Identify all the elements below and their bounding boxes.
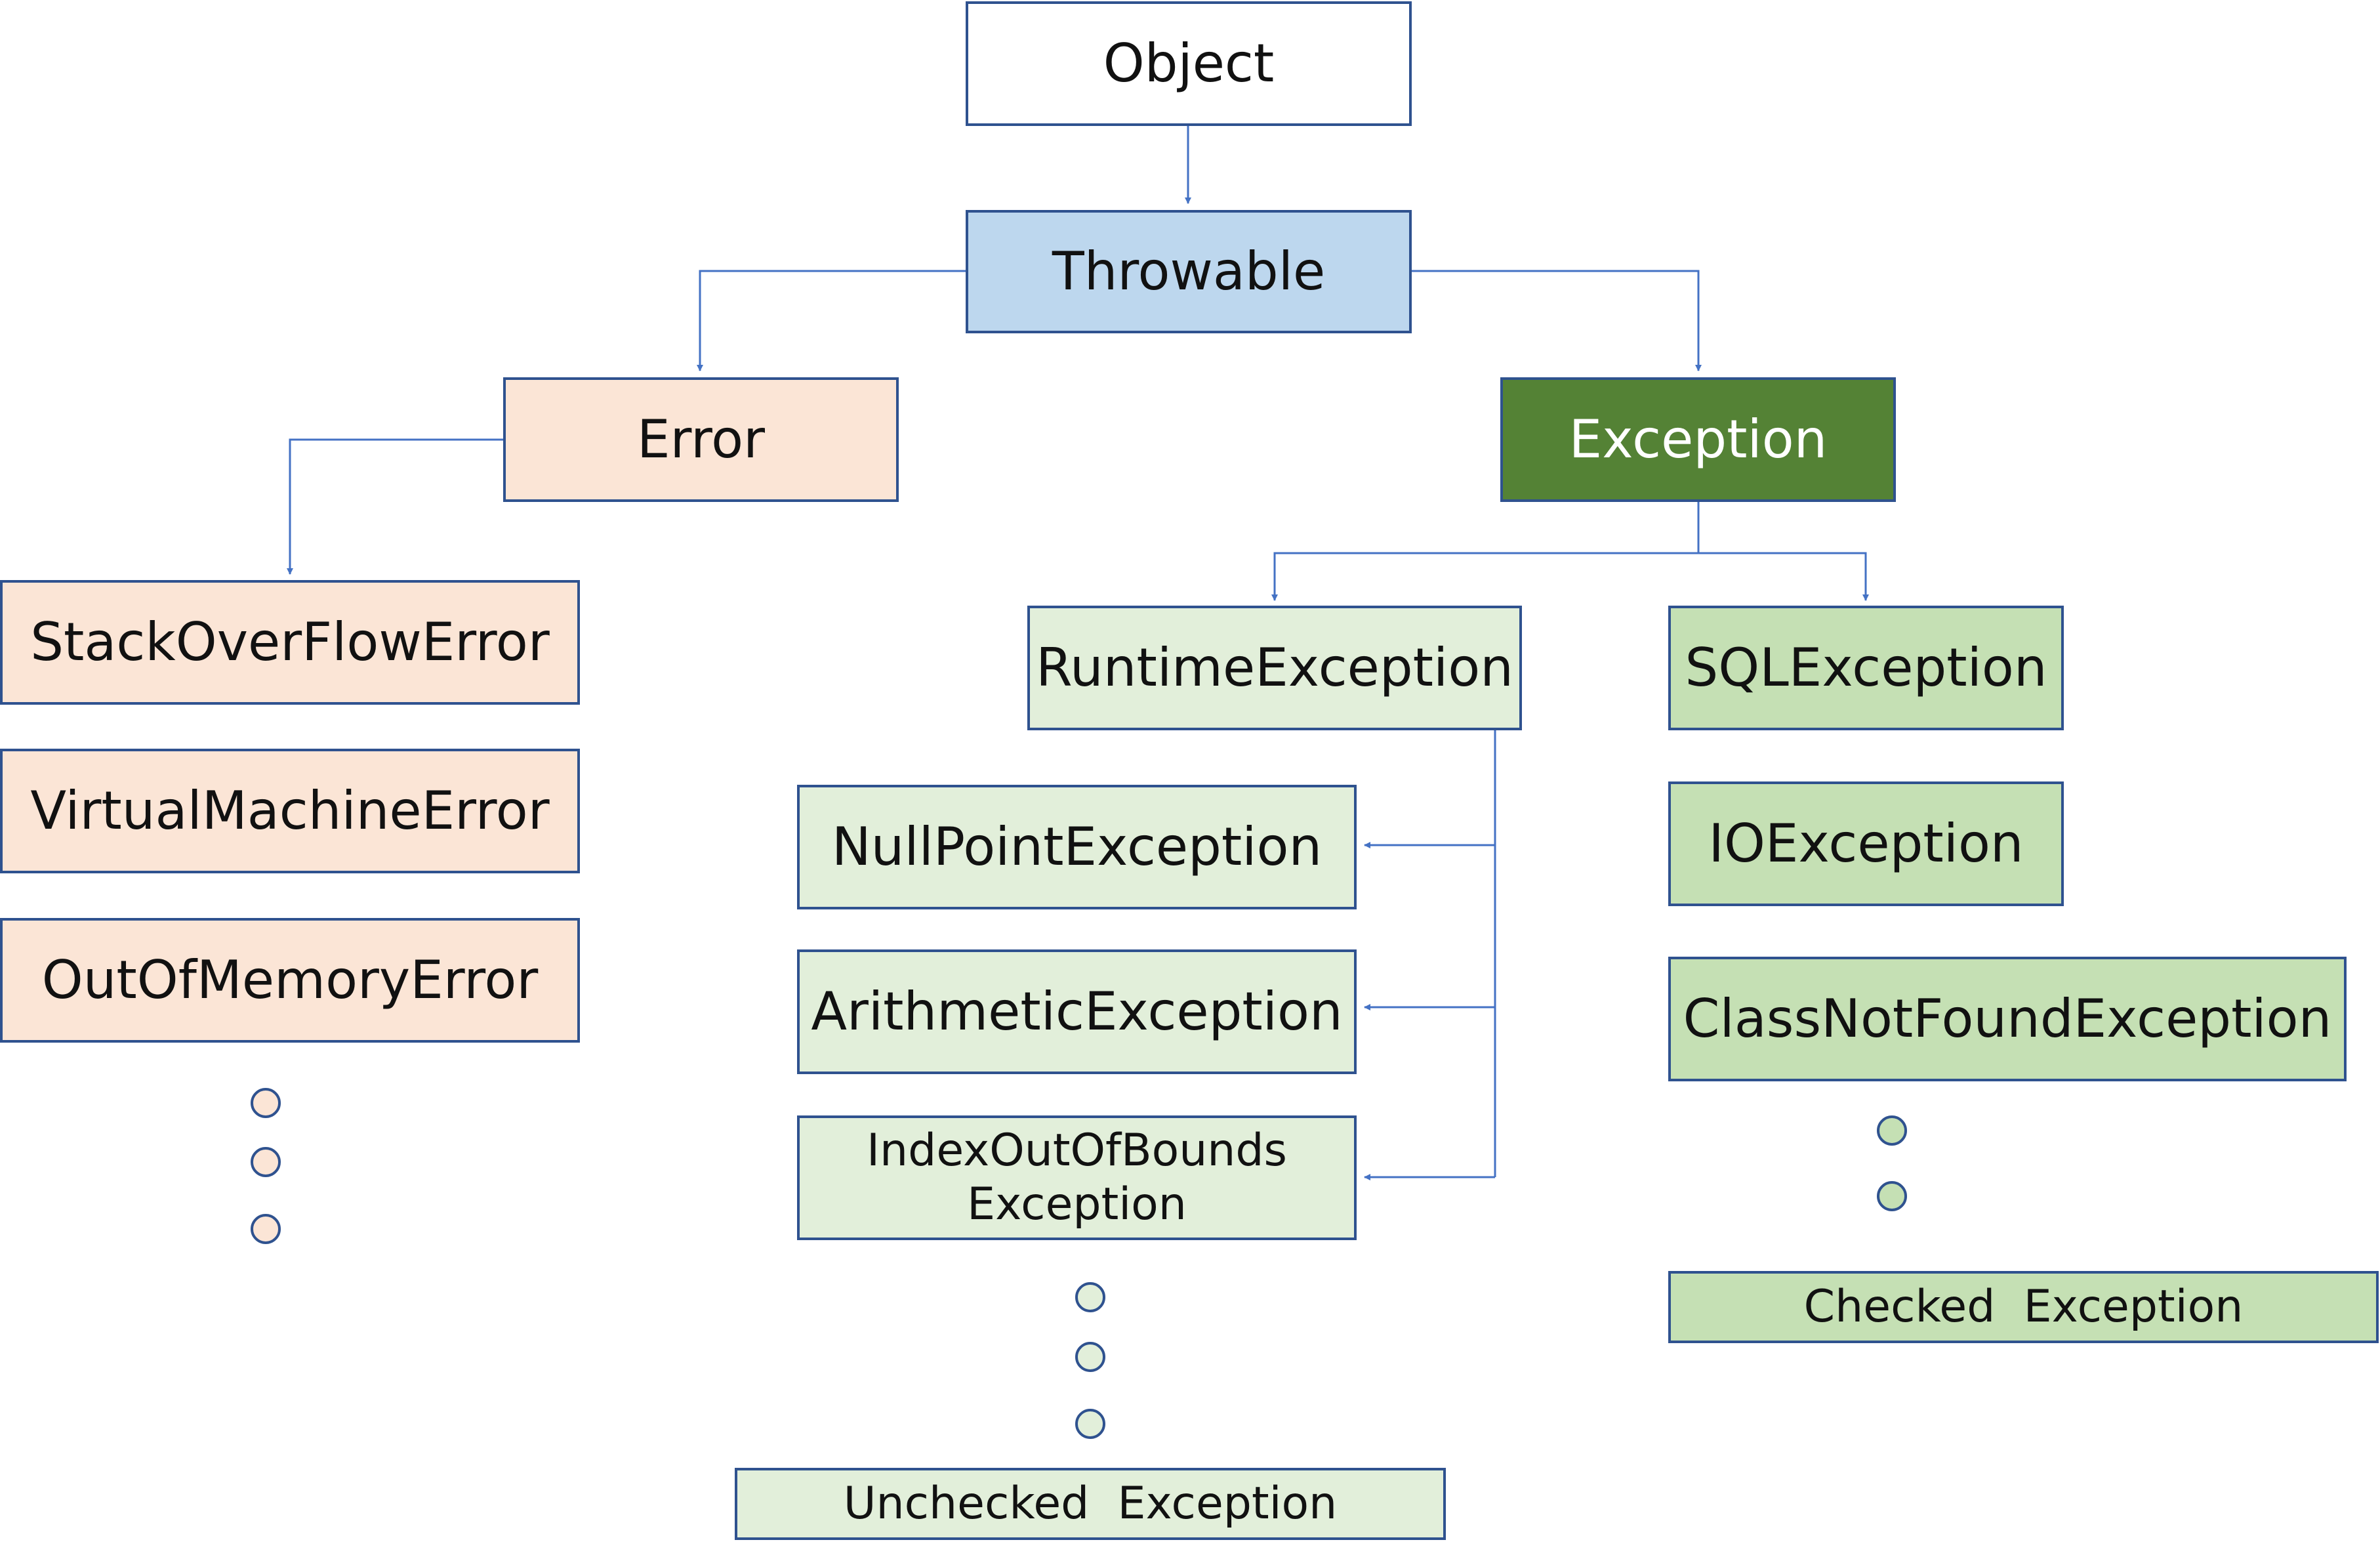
node-io-exception-label: IOException (1708, 813, 2024, 874)
node-virtual-machine-error: VirtualMachineError (0, 749, 580, 873)
ellipsis-dot (1877, 1181, 1907, 1211)
node-class-not-found-exception-label: ClassNotFoundException (1683, 988, 2332, 1049)
connector-error-stackoverflow (287, 438, 503, 575)
node-error: Error (503, 377, 899, 502)
node-io-exception: IOException (1668, 781, 2064, 906)
ellipsis-dot (1075, 1282, 1105, 1312)
node-exception: Exception (1500, 377, 1896, 502)
node-class-not-found-exception: ClassNotFoundException (1668, 957, 2347, 1081)
node-exception-label: Exception (1569, 409, 1828, 470)
node-out-of-memory-error: OutOfMemoryError (0, 918, 580, 1043)
connector-exception-sql (1698, 552, 1869, 601)
unchecked-exception-label-box: Unchecked Exception (735, 1468, 1446, 1540)
node-arithmetic-exception-label: ArithmeticException (811, 981, 1343, 1042)
node-stack-overflow-error: StackOverFlowError (0, 580, 580, 705)
node-object-label: Object (1103, 33, 1275, 94)
unchecked-exception-label: Unchecked Exception (843, 1478, 1338, 1530)
node-sql-exception: SQLException (1668, 606, 2064, 730)
node-object: Object (966, 1, 1412, 126)
connector-throwable-exception (1412, 270, 1702, 371)
node-virtual-machine-error-label: VirtualMachineError (30, 780, 550, 841)
node-index-out-of-bounds-exception: IndexOutOfBounds Exception (797, 1115, 1357, 1240)
node-error-label: Error (637, 409, 765, 470)
node-index-label-line1: IndexOutOfBounds (867, 1125, 1287, 1177)
node-index-label-line2: Exception (967, 1178, 1187, 1230)
connector-exception-runtime (1271, 552, 1698, 601)
ellipsis-dot (251, 1088, 281, 1118)
node-arithmetic-exception: ArithmeticException (797, 949, 1357, 1074)
connector-throwable-error (697, 270, 966, 371)
ellipsis-dot (251, 1214, 281, 1244)
ellipsis-dot (1075, 1409, 1105, 1439)
checked-exception-label: Checked Exception (1803, 1281, 2244, 1333)
ellipsis-dot (251, 1147, 281, 1177)
node-throwable-label: Throwable (1052, 241, 1326, 302)
node-throwable: Throwable (966, 210, 1412, 333)
node-stack-overflow-error-label: StackOverFlowError (30, 612, 550, 673)
checked-exception-label-box: Checked Exception (1668, 1271, 2379, 1343)
node-null-point-exception: NullPointException (797, 785, 1357, 909)
ellipsis-dot (1075, 1342, 1105, 1372)
node-out-of-memory-error-label: OutOfMemoryError (41, 949, 539, 1010)
node-runtime-exception: RuntimeException (1027, 606, 1522, 730)
ellipsis-dot (1877, 1115, 1907, 1146)
node-runtime-exception-label: RuntimeException (1036, 637, 1513, 698)
node-null-point-exception-label: NullPointException (831, 816, 1323, 877)
node-sql-exception-label: SQLException (1685, 637, 2047, 698)
